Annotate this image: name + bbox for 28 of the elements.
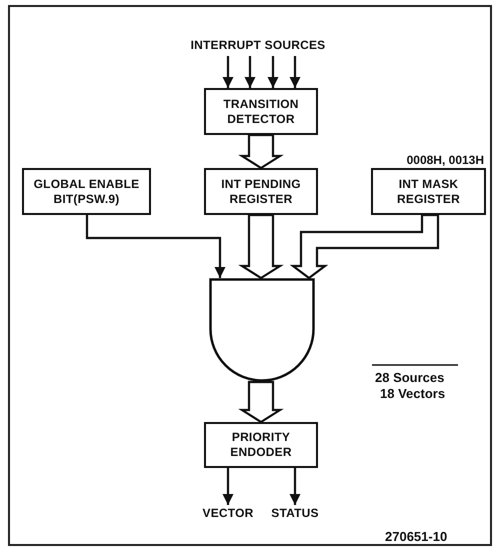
signal-name: INTERRUPT SOURCES: [190, 38, 326, 52]
block-label: TRANSITION DETECTOR: [222, 96, 300, 126]
address-label: 0008H, 0013H: [406, 153, 484, 167]
note-text: 28 Sources: [375, 370, 444, 385]
block-box: [204, 88, 318, 135]
note-text: 18 Vectors: [380, 386, 446, 401]
hollow-arrow: [290, 214, 440, 280]
block-box: [22, 168, 151, 215]
arrow: [86, 215, 226, 278]
signal-name: VECTOR: [202, 506, 254, 520]
block-label: PRIORITY ENDODER: [229, 430, 293, 460]
arrow: [244, 56, 256, 88]
hollow-arrow: [238, 214, 284, 280]
arrow: [222, 468, 234, 505]
signal-name: STATUS: [271, 506, 319, 520]
and-gate-symbol: [209, 278, 315, 382]
arrow: [268, 56, 278, 88]
hollow-arrow: [238, 134, 284, 170]
block-label: INT PENDING REGISTER: [220, 176, 302, 206]
block-label: INT MASK REGISTER: [396, 176, 461, 206]
arrow: [222, 56, 234, 88]
block-label: GLOBAL ENABLE BIT(PSW.9): [32, 176, 140, 206]
hollow-arrow: [238, 380, 284, 424]
figure-number: 270651-10: [385, 529, 448, 544]
block-box: [204, 168, 318, 215]
block-box: [204, 422, 318, 468]
arrow: [290, 468, 300, 505]
arrow: [290, 56, 300, 88]
